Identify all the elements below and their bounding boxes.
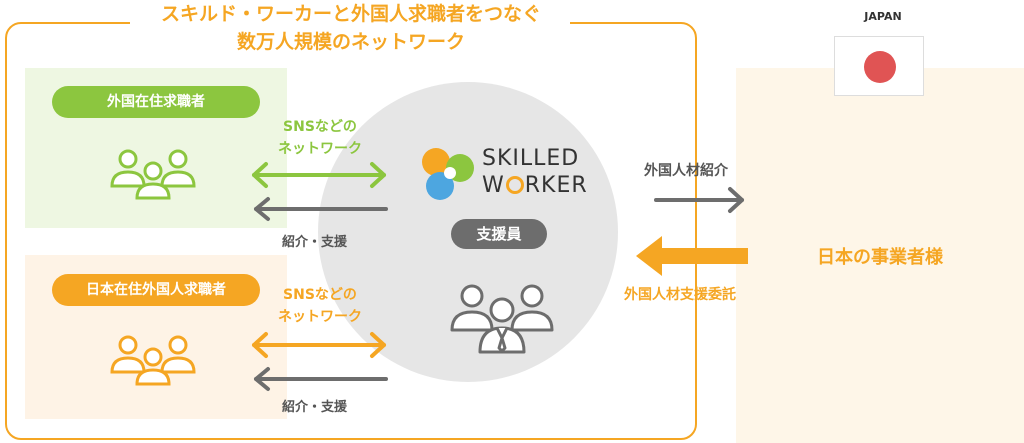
skilled-worker-logo-icon: [422, 148, 474, 200]
intro-label: 外国人材紹介: [644, 163, 728, 179]
logo-line1: SKILLED: [482, 146, 580, 171]
client-label: 日本の事業者様: [817, 247, 943, 268]
logo-o-mark: [505, 176, 524, 194]
flag-sun: [864, 51, 896, 83]
channel-label-domestic-line2: ネットワーク: [278, 309, 362, 325]
logo-line2: W RKER: [482, 172, 588, 199]
consign-label: 外国人材支援委託: [624, 287, 736, 303]
staff-pill: 支援員: [451, 219, 547, 249]
return-label-domestic: 紹介・支援: [282, 400, 348, 415]
double-arrow-orange-icon: [252, 332, 386, 358]
overseas-seekers-pill: 外国在住求職者: [52, 86, 260, 118]
channel-label-domestic-line1: SNSなどの: [283, 287, 357, 303]
title-background: [130, 0, 570, 26]
consign-arrow-icon: [636, 236, 748, 276]
people-group-icon-green: [110, 149, 196, 200]
staff-group-icon: [450, 284, 554, 354]
client-panel: [736, 68, 1024, 443]
return-arrow-gray-icon-2: [254, 367, 388, 391]
japan-flag-icon: [834, 36, 924, 96]
network-title-line2: 数万人規模のネットワーク: [236, 31, 465, 53]
logo-line2-rker: RKER: [524, 173, 588, 198]
logo-line2-w: W: [482, 173, 505, 198]
channel-label-overseas-line2: ネットワーク: [278, 141, 362, 157]
skilled-worker-logo-text: SKILLED W RKER: [482, 145, 588, 199]
channel-label-overseas-line1: SNSなどの: [283, 119, 357, 135]
double-arrow-green-icon: [252, 162, 386, 188]
channel-label-domestic: SNSなどの ネットワーク: [255, 284, 385, 328]
country-label: JAPAN: [864, 10, 902, 23]
network-title-line1: スキルド・ワーカーと外国人求職者をつなぐ: [160, 3, 541, 25]
return-arrow-gray-icon-1: [254, 197, 388, 221]
return-label-overseas: 紹介・支援: [282, 235, 348, 250]
channel-label-overseas: SNSなどの ネットワーク: [255, 116, 385, 160]
domestic-seekers-pill: 日本在住外国人求職者: [52, 274, 260, 306]
intro-arrow-icon: [654, 187, 744, 213]
people-group-icon-orange: [110, 335, 196, 386]
